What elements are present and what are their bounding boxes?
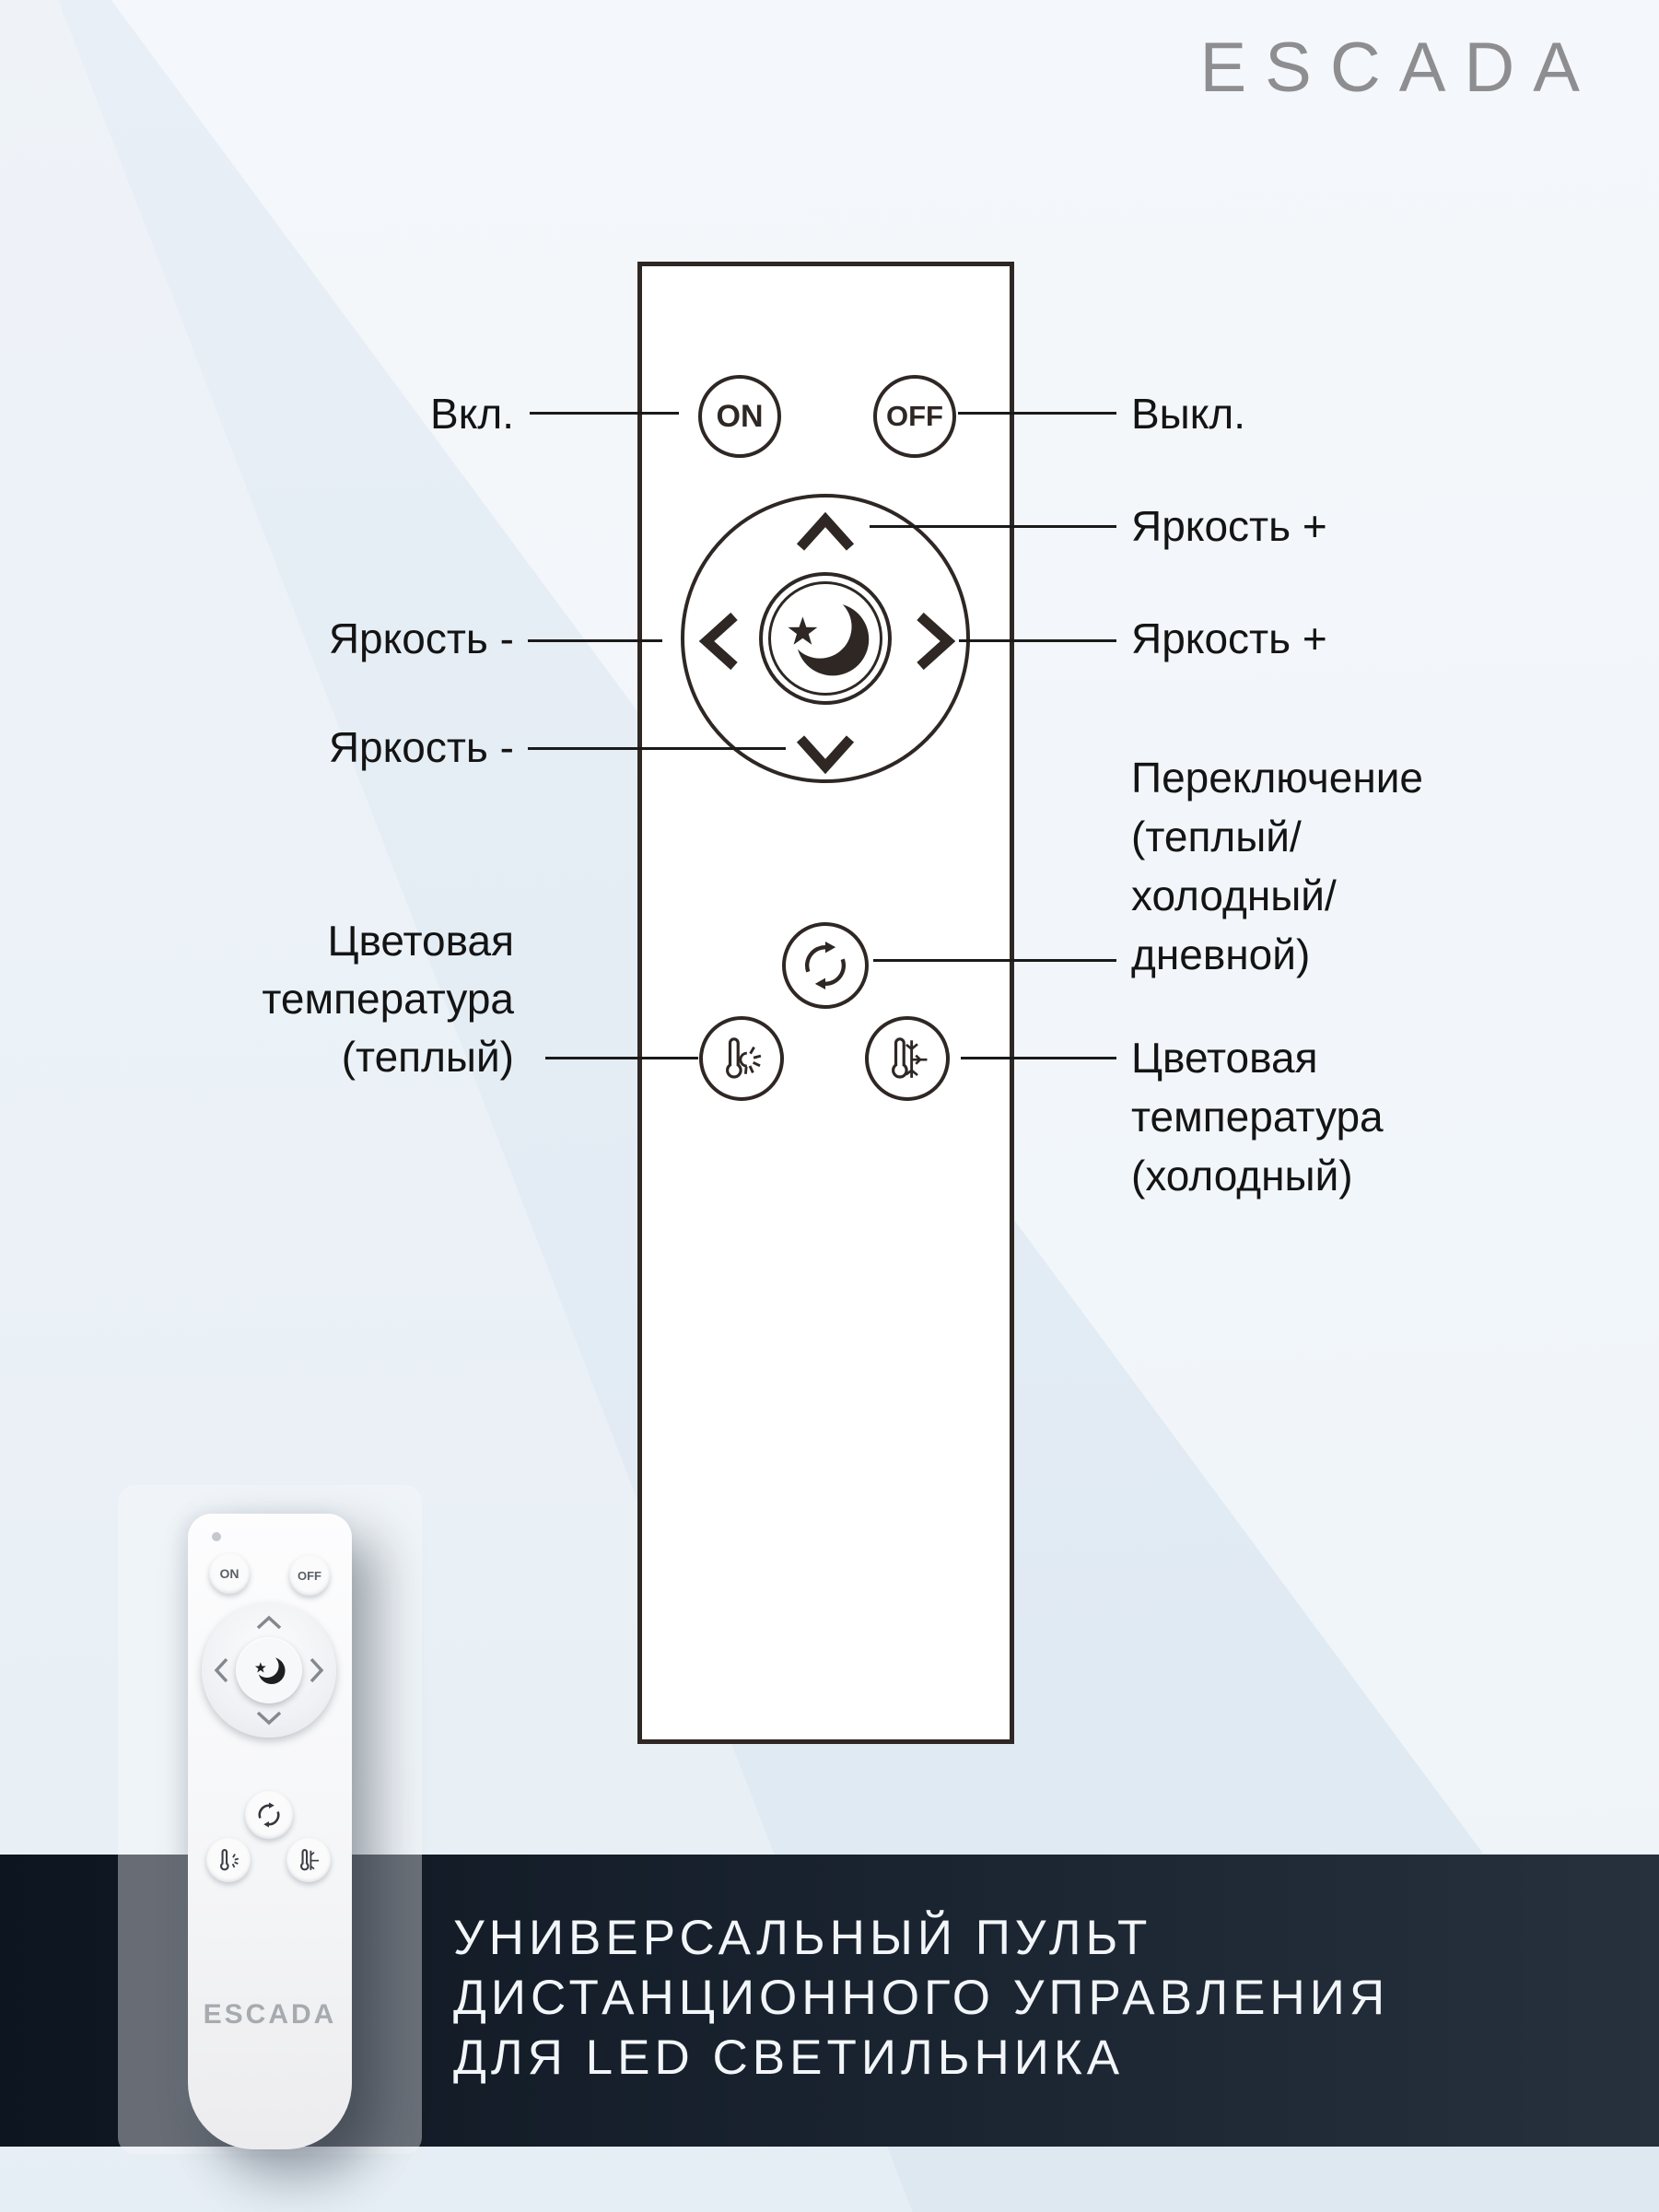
chevron-right-icon[interactable] [915,611,955,672]
chevron-left-icon[interactable] [699,611,740,672]
photo-on-label: ON [219,1566,240,1581]
photo-cold-temp-button [286,1838,331,1882]
moon-star-icon [788,594,870,676]
label-color-temp-cold: Цветовая температура (холодный) [1131,1028,1384,1205]
label-mode-switch-line1: Переключение [1131,754,1424,802]
photo-off-button: OFF [289,1555,330,1596]
pointer-line-warm [545,1057,698,1059]
on-button-label: ON [716,398,764,434]
pointer-line-on [530,412,679,415]
cycle-arrows-icon [804,941,847,990]
photo-cycle-arrows-icon [258,1802,280,1828]
label-off: Выкл. [1131,390,1246,438]
on-button[interactable]: ON [698,375,781,458]
off-button[interactable]: OFF [873,375,956,458]
pointer-line-off [958,412,1116,415]
label-color-temp-warm: Цветовая температура (теплый) [262,912,514,1086]
photo-chevron-right-icon [310,1657,324,1683]
label-mode-switch-line2: (теплый/ [1131,813,1302,860]
label-color-temp-cold-line2: температура [1131,1093,1384,1141]
pointer-line-mode-switch [873,959,1116,962]
label-color-temp-cold-line1: Цветовая [1131,1034,1318,1082]
pointer-line-brightness-minus-left [528,639,662,642]
photo-night-mode-button [236,1637,302,1703]
label-brightness-minus-bottom: Яркость - [328,723,514,771]
pointer-line-brightness-minus-bottom [528,747,786,750]
label-brightness-plus-top: Яркость + [1131,502,1327,550]
photo-brand-text: ESCADA [203,1999,337,2030]
label-color-temp-warm-line2: температура [262,975,514,1023]
brand-logo: ESCADA [1199,29,1598,107]
label-mode-switch: Переключение (теплый/ холодный/ дневной) [1131,748,1423,984]
banner-title: УНИВЕРСАЛЬНЫЙ ПУЛЬТ ДИСТАНЦИОННОГО УПРАВ… [453,1908,1389,2088]
banner-title-line1: УНИВЕРСАЛЬНЫЙ ПУЛЬТ [453,1911,1152,1965]
photo-moon-star-icon [254,1654,286,1684]
photo-chevron-up-icon [256,1615,282,1630]
photo-on-button: ON [209,1553,250,1594]
banner-title-line2: ДИСТАНЦИОННОГО УПРАВЛЕНИЯ [453,1971,1390,2025]
pointer-line-brightness-plus-right [959,639,1116,642]
label-on: Вкл. [430,390,514,438]
photo-off-label: OFF [298,1568,321,1583]
ir-led-dot [212,1532,221,1541]
thermometer-sun-icon [726,1037,762,1079]
label-brightness-plus-right: Яркость + [1131,614,1327,662]
banner-title-line3: ДЛЯ LED СВЕТИЛЬНИКА [453,2031,1125,2085]
pointer-line-cold [961,1057,1116,1059]
label-color-temp-warm-line1: Цветовая [327,917,514,965]
label-color-temp-warm-line3: (теплый) [341,1033,514,1081]
photo-warm-temp-button [206,1838,251,1882]
label-mode-switch-line3: холодный/ [1131,872,1337,919]
mode-cycle-button[interactable] [782,922,869,1009]
chevron-down-icon[interactable] [795,733,856,774]
photo-thermometer-sun-icon [220,1849,240,1871]
chevron-up-icon[interactable] [795,512,856,553]
label-mode-switch-line4: дневной) [1131,930,1311,978]
cold-temp-button[interactable] [865,1016,950,1101]
warm-temp-button[interactable] [699,1016,784,1101]
remote-photo: ON OFF [188,1514,352,2149]
photo-thermometer-snowflake-icon [300,1849,320,1871]
off-button-label: OFF [886,400,943,432]
label-color-temp-cold-line3: (холодный) [1131,1152,1353,1200]
photo-chevron-down-icon [256,1711,282,1726]
photo-mode-cycle-button [245,1791,293,1839]
label-brightness-minus-left: Яркость - [328,614,514,662]
pointer-line-brightness-plus-top [870,525,1116,528]
photo-chevron-left-icon [214,1657,228,1683]
thermometer-snowflake-icon [892,1037,928,1079]
